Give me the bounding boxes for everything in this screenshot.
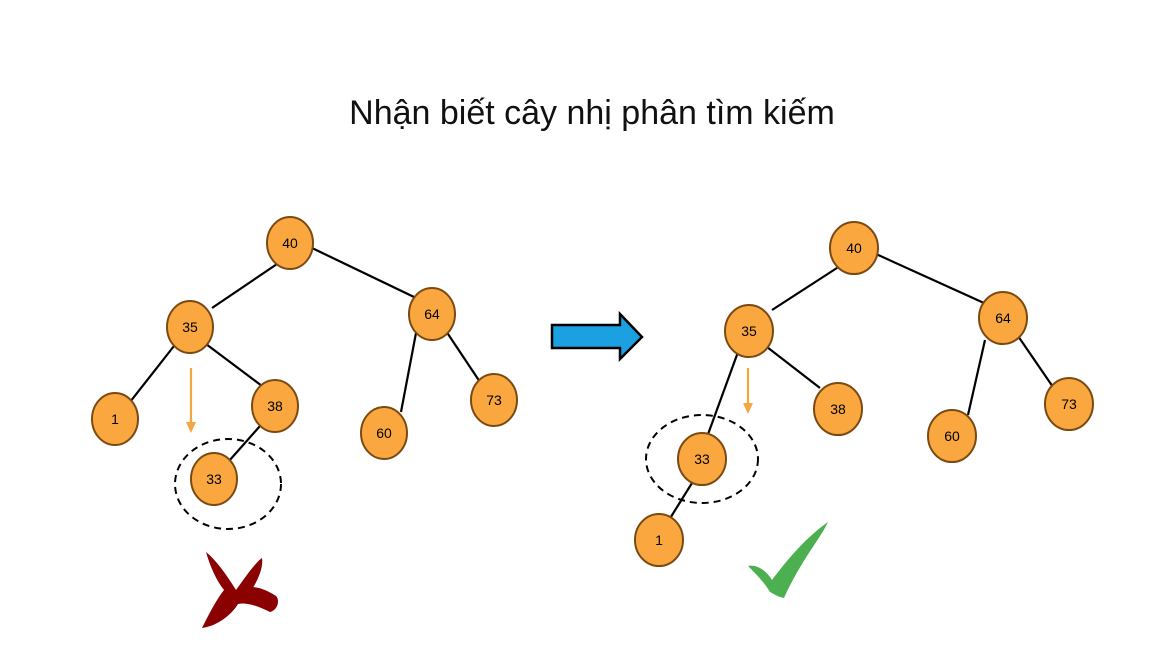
hint-arrow-wrong bbox=[186, 368, 196, 433]
highlight-circle-correct bbox=[645, 414, 759, 504]
node-label: 35 bbox=[182, 319, 198, 335]
node-60: 60 bbox=[927, 409, 977, 463]
node-35: 35 bbox=[724, 304, 774, 358]
right-arrow-icon bbox=[550, 310, 644, 363]
edge-38-33 bbox=[228, 425, 261, 462]
node-label: 64 bbox=[424, 306, 440, 322]
edge-40-64 bbox=[311, 247, 415, 298]
highlight-circle-wrong bbox=[174, 438, 282, 530]
node-64: 64 bbox=[408, 287, 456, 341]
tree-wrong: 40 35 64 1 38 60 bbox=[91, 216, 518, 628]
node-33: 33 bbox=[190, 452, 238, 506]
tree-correct: 40 35 64 33 38 60 bbox=[634, 221, 1094, 598]
node-64: 64 bbox=[978, 291, 1028, 345]
node-38: 38 bbox=[251, 379, 299, 433]
node-1: 1 bbox=[91, 392, 139, 446]
node-label: 73 bbox=[1061, 396, 1077, 412]
node-40: 40 bbox=[829, 221, 879, 275]
node-label: 1 bbox=[655, 532, 663, 548]
node-label: 40 bbox=[282, 235, 298, 251]
node-label: 1 bbox=[111, 411, 119, 427]
tree-wrong-edges bbox=[129, 247, 481, 462]
node-label: 60 bbox=[944, 428, 960, 444]
node-label: 38 bbox=[267, 398, 283, 414]
hint-arrow-correct bbox=[743, 368, 753, 414]
edge-35-33 bbox=[705, 351, 740, 438]
node-label: 60 bbox=[376, 425, 392, 441]
edge-35-1 bbox=[129, 345, 175, 403]
node-73: 73 bbox=[1044, 377, 1094, 431]
node-60: 60 bbox=[360, 406, 408, 460]
edge-64-60 bbox=[399, 332, 418, 413]
node-40: 40 bbox=[266, 216, 314, 270]
node-label: 35 bbox=[741, 323, 757, 339]
edge-64-60 bbox=[966, 339, 987, 416]
node-label: 33 bbox=[206, 471, 222, 487]
edge-35-38 bbox=[205, 343, 263, 387]
node-38: 38 bbox=[813, 382, 863, 436]
node-33: 33 bbox=[677, 432, 727, 486]
slide-title: Nhận biết cây nhị phân tìm kiếm bbox=[349, 94, 835, 132]
edge-40-64 bbox=[875, 252, 985, 305]
edge-33-1 bbox=[668, 482, 693, 521]
node-label: 38 bbox=[830, 401, 846, 417]
cross-icon bbox=[202, 552, 278, 628]
edge-64-73 bbox=[445, 330, 481, 383]
edge-40-35 bbox=[771, 265, 841, 311]
node-label: 33 bbox=[694, 451, 710, 467]
node-1: 1 bbox=[634, 513, 684, 567]
edge-64-73 bbox=[1017, 335, 1054, 388]
edge-40-35 bbox=[211, 261, 281, 309]
node-35: 35 bbox=[166, 300, 214, 354]
tree-correct-edges bbox=[668, 252, 1054, 521]
node-73: 73 bbox=[470, 373, 518, 427]
check-icon bbox=[748, 522, 828, 598]
node-label: 40 bbox=[846, 240, 862, 256]
node-label: 73 bbox=[486, 392, 502, 408]
edge-35-38 bbox=[766, 346, 821, 389]
node-label: 64 bbox=[995, 310, 1011, 326]
